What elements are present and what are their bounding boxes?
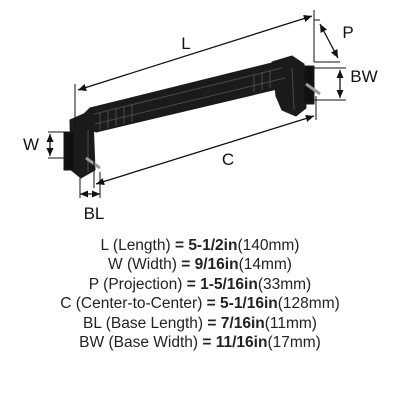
label-C: C — [222, 150, 234, 169]
spec-value: 1-5/16 — [200, 275, 245, 293]
spec-code: BL — [83, 314, 102, 332]
spec-name: (Projection) — [103, 275, 183, 293]
spec-name: (Base Width) — [108, 334, 199, 352]
dimension-diagram: L P BW W C BL — [23, 10, 378, 223]
spec-projection: P (Projection) = 1-5/16in(33mm) — [0, 275, 400, 294]
label-W: W — [23, 135, 39, 154]
spec-length: L (Length) = 5-1/2in(140mm) — [0, 236, 400, 255]
spec-code: BW — [79, 334, 105, 352]
spec-metric: (140mm) — [237, 237, 300, 254]
spec-value: 5-1/2 — [188, 237, 224, 254]
projection-dimension-line — [319, 23, 339, 59]
spec-name: (Base Length) — [105, 314, 204, 332]
spec-value: 9/16 — [194, 256, 225, 274]
cabinet-pull-handle — [63, 55, 315, 179]
spec-unit: in — [244, 275, 258, 293]
spec-eq: = — [203, 314, 221, 332]
spec-unit: in — [250, 314, 265, 332]
label-L: L — [181, 34, 190, 53]
label-BW: BW — [350, 67, 377, 86]
spec-base-length: BL (Base Length) = 7/16in(11mm) — [0, 314, 400, 333]
spec-code: C — [60, 295, 72, 313]
label-P: P — [342, 23, 353, 42]
spec-metric: (14mm) — [238, 256, 292, 274]
spec-value: 11/16 — [215, 334, 254, 352]
length-dimension-line — [77, 14, 313, 92]
spec-eq: = — [182, 275, 201, 293]
spec-code: P — [88, 275, 99, 293]
dimension-arrows — [46, 14, 344, 198]
spec-eq: = — [198, 334, 216, 352]
spec-name: (Center-to-Center) — [75, 295, 203, 313]
spec-unit: in — [263, 295, 278, 313]
spec-width: W (Width) = 9/16in(14mm) — [0, 255, 400, 274]
spec-value: 5-1/16 — [220, 295, 264, 313]
spec-center-to-center: C (Center-to-Center) = 5-1/16in(128mm) — [0, 294, 400, 313]
spec-name: (Length) — [112, 237, 171, 254]
spec-name: (Width) — [126, 256, 177, 274]
center-dimension-line — [95, 114, 315, 186]
spec-unit: in — [224, 256, 239, 274]
spec-value: 7/16 — [220, 314, 251, 332]
spec-eq: = — [176, 256, 195, 274]
dimension-spec-list: L (Length) = 5-1/2in(140mm) W (Width) = … — [0, 236, 400, 352]
spec-eq: = — [170, 237, 189, 254]
spec-unit: in — [223, 237, 238, 254]
spec-eq: = — [202, 295, 221, 313]
label-BL: BL — [84, 204, 105, 223]
spec-unit: in — [253, 334, 268, 352]
spec-metric: (17mm) — [267, 334, 321, 352]
spec-code: W — [108, 256, 123, 274]
spec-metric: (128mm) — [277, 295, 340, 313]
spec-metric: (11mm) — [264, 314, 317, 332]
spec-metric: (33mm) — [257, 275, 312, 293]
spec-code: L — [100, 237, 109, 254]
spec-base-width: BW (Base Width) = 11/16in(17mm) — [0, 333, 400, 352]
extension-lines — [48, 10, 346, 198]
